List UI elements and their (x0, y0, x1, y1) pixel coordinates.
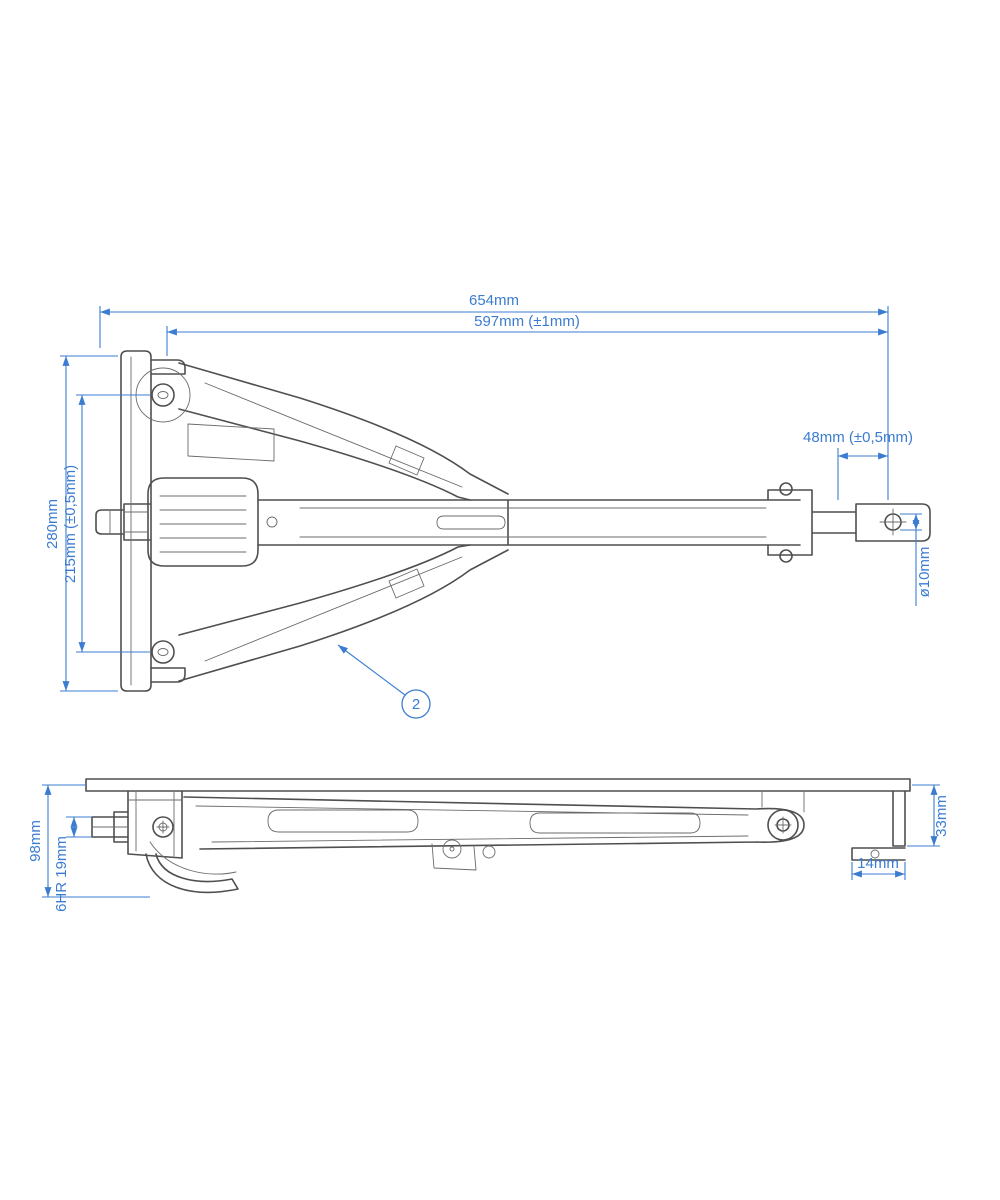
plate-bottom-tab (150, 667, 186, 683)
dim-pin-offset: 48mm (±0,5mm) (803, 429, 913, 500)
dim-label-654: 654mm (469, 292, 519, 309)
spring-arc (149, 841, 237, 875)
stabilizer-top-view-part (95, 350, 931, 692)
dim-label-597: 597mm (±1mm) (474, 313, 580, 330)
pivot-crosshairs (156, 816, 792, 834)
dim-pin-length: 14mm (851, 855, 906, 880)
housing-ribs (159, 495, 247, 553)
lower-mount-hole (151, 640, 175, 664)
side-view: 98mm 6HR 19mm 33mm 14mm (27, 778, 950, 912)
top-view: 654mm 597mm (±1mm) 48mm (±0,5mm) ø10mm 2… (44, 292, 933, 719)
tube-inner-lines (299, 507, 767, 538)
dim-label-hex: 6HR 19mm (53, 836, 70, 912)
swing-arm (183, 796, 805, 850)
tube-rivet (266, 516, 278, 528)
dim-total-height: 98mm (27, 784, 150, 898)
label-plate (187, 423, 275, 462)
lower-arm (178, 544, 509, 682)
lock-tab (431, 843, 477, 871)
plate-top-tab (150, 359, 186, 375)
dim-label-215: 215mm (±0,5mm) (62, 465, 79, 583)
dim-label-48: 48mm (±0,5mm) (803, 429, 913, 446)
bracket-bump-top (779, 482, 793, 496)
dim-label-14: 14mm (857, 855, 899, 872)
upper-mount-hole (151, 383, 175, 407)
main-tube (257, 499, 801, 546)
rail-attachment-lines (761, 790, 805, 813)
dim-body-length: 597mm (±1mm) (166, 313, 888, 356)
left-housing (127, 790, 183, 859)
right-bracket-and-pin (851, 790, 906, 861)
arm-joint-details (388, 445, 425, 599)
arm-rivet-small (482, 845, 496, 859)
dim-label-98: 98mm (27, 820, 44, 862)
arm-slots (267, 809, 701, 834)
drop-foot (145, 853, 239, 894)
arm-rivet-large (442, 839, 462, 859)
arm-rivet-center (449, 846, 455, 852)
left-pivot-bolt (152, 816, 174, 838)
housing-inner-lines (91, 790, 183, 857)
dim-label-280: 280mm (44, 499, 61, 549)
dim-label-33: 33mm (933, 795, 950, 837)
dim-overall-length: 654mm (99, 292, 889, 500)
spindle-details (109, 509, 149, 535)
lower-hole-slot (157, 648, 169, 656)
pin-hole-crosshair (879, 508, 907, 536)
tube-slot (436, 515, 506, 530)
extension-lines (76, 394, 150, 653)
crank-spindle (95, 503, 151, 541)
bracket-bump-bottom (779, 549, 793, 563)
pin-end-circle (870, 849, 880, 859)
balloon-circle (401, 689, 431, 719)
upper-hole-slot (157, 391, 169, 399)
mounting-rail (85, 778, 911, 792)
dim-right-height: 33mm (907, 784, 950, 847)
tube-end-bracket (767, 489, 931, 556)
extension-lines (99, 306, 889, 500)
extension-lines (66, 816, 92, 838)
dim-overall-height: 280mm (44, 355, 118, 692)
upper-arm (178, 362, 509, 501)
balloon-callout: 2 (337, 644, 431, 719)
dim-label-dia10: ø10mm (916, 547, 933, 598)
leader-line (337, 644, 406, 696)
arm-inner-lines (204, 382, 463, 662)
dim-pin-diameter: ø10mm (900, 513, 933, 606)
arm-inner-lines (195, 805, 749, 843)
right-pivot (767, 809, 799, 841)
balloon-number: 2 (412, 696, 420, 713)
dim-hex-drive: 6HR 19mm (53, 816, 92, 912)
stabilizer-side-view-part (85, 778, 911, 894)
left-pivot-inner (158, 822, 168, 832)
extension-lines (60, 355, 118, 692)
gear-housing (147, 477, 259, 567)
dim-hole-spacing: 215mm (±0,5mm) (62, 394, 150, 653)
mounting-plate-outline (120, 350, 152, 692)
